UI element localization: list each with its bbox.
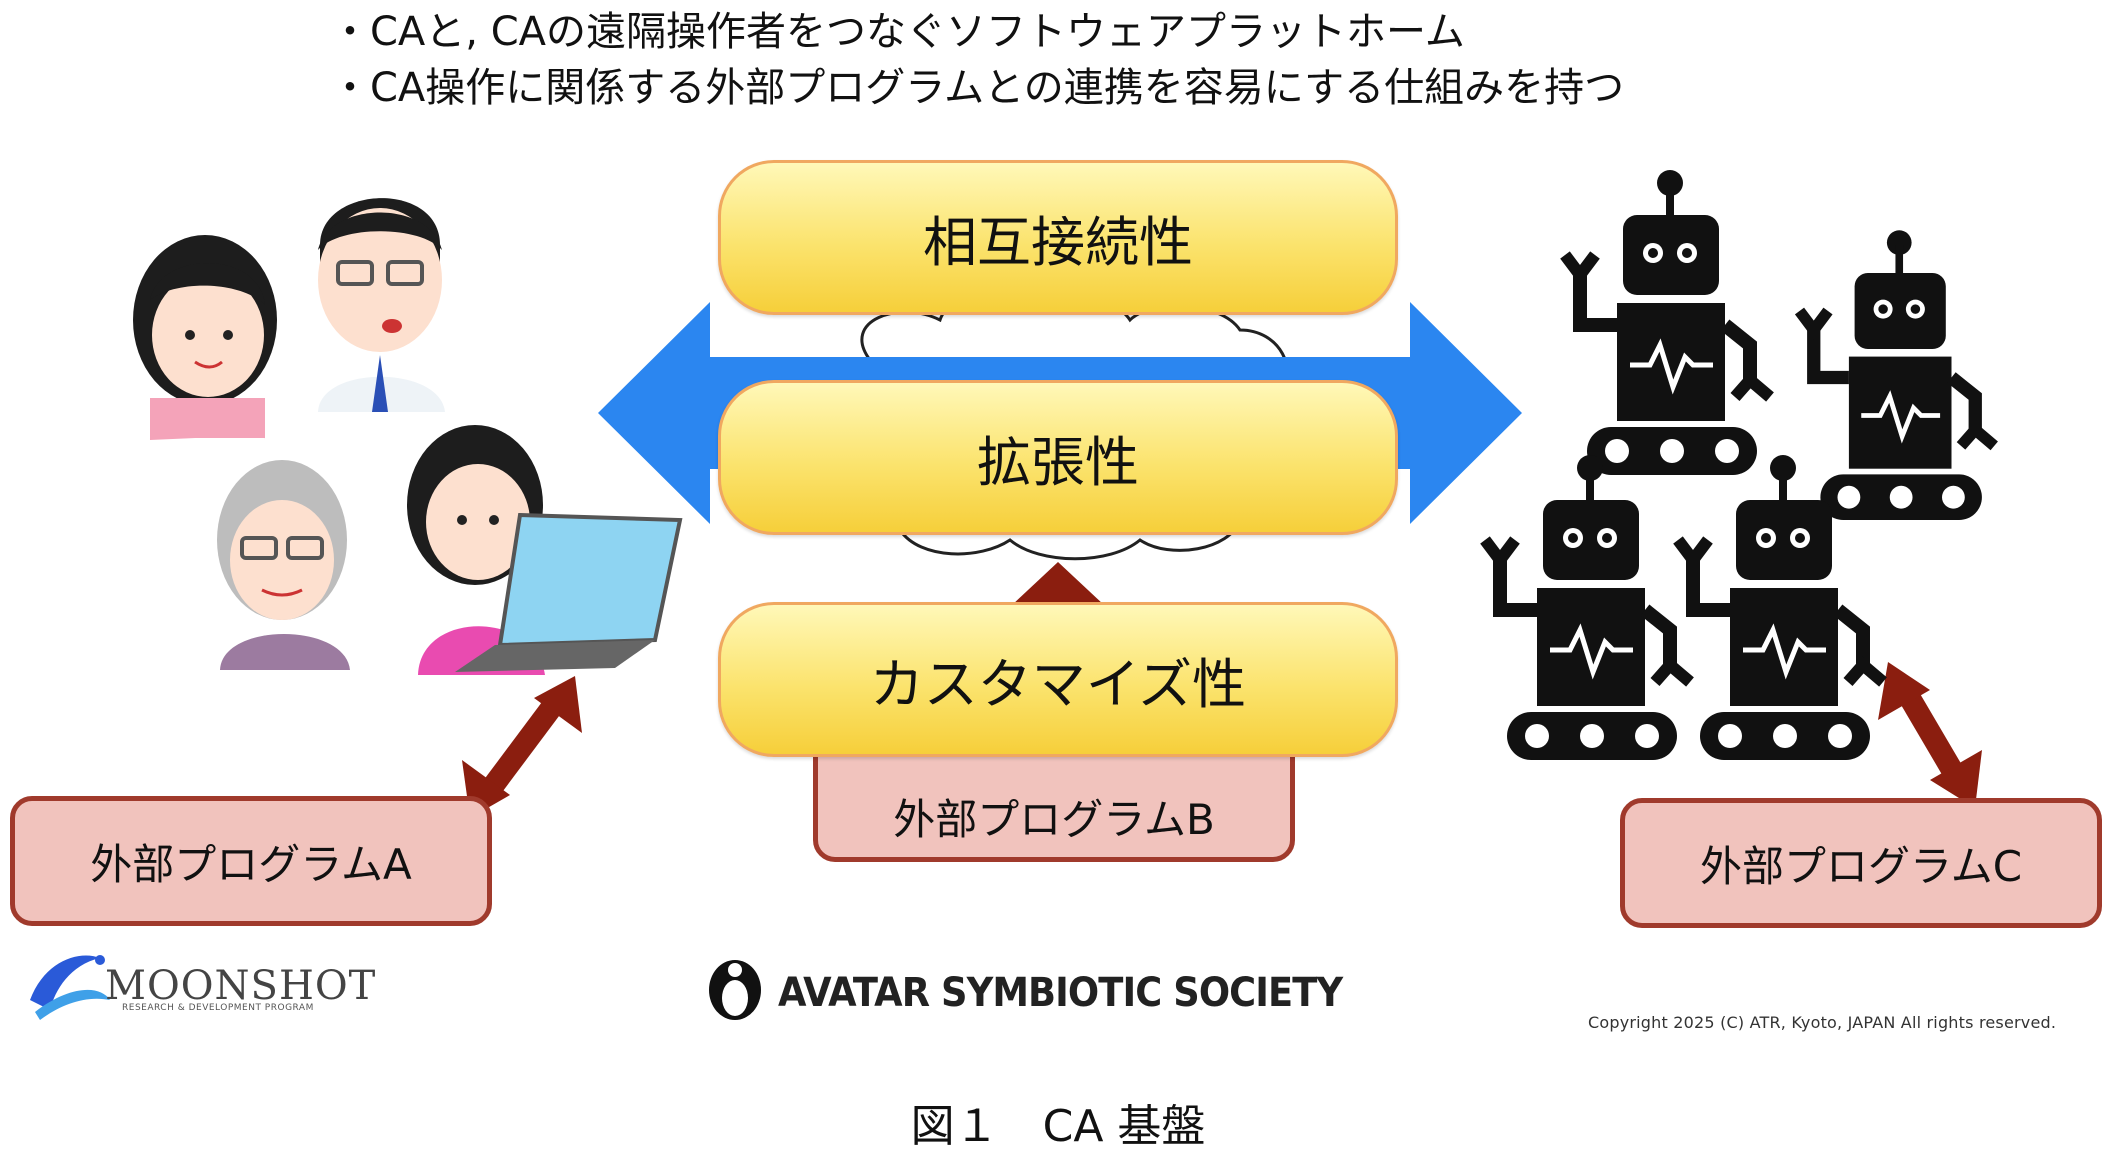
link-arrow-a-icon bbox=[462, 676, 582, 818]
figure-caption: 図１ CA 基盤 bbox=[910, 1101, 1206, 1152]
moonshot-logo-text: MOONSHOT bbox=[105, 963, 377, 1009]
feature-extensibility-label: 拡張性 bbox=[977, 431, 1139, 494]
doctor-avatar-icon bbox=[318, 198, 445, 412]
feature-extensibility: 拡張性 bbox=[718, 380, 1398, 535]
bullet-list: ・CAと, CAの遠隔操作者をつなぐソフトウェアプラットホーム ・CA操作に関係… bbox=[330, 4, 1624, 116]
laptop-user-avatar-icon bbox=[407, 425, 683, 675]
link-arrow-c-icon bbox=[1878, 662, 1982, 808]
avatar-society-logo-text: AVATAR SYMBIOTIC SOCIETY bbox=[778, 970, 1343, 1016]
laptop-icon bbox=[497, 512, 683, 648]
elderly-avatar-icon bbox=[217, 460, 350, 670]
moonshot-logo-icon bbox=[30, 955, 110, 1020]
robot-icon bbox=[1673, 455, 1887, 760]
external-program-a: 外部プログラムA bbox=[10, 796, 492, 926]
users-illustration bbox=[133, 198, 683, 675]
feature-customizability-label: カスタマイズ性 bbox=[869, 653, 1247, 716]
feature-interconnectivity-label: 相互接続性 bbox=[923, 211, 1193, 274]
robot-icon bbox=[1560, 170, 1774, 475]
robot-icon bbox=[1480, 455, 1694, 760]
bullet-2: ・CA操作に関係する外部プログラムとの連携を容易にする仕組みを持つ bbox=[330, 65, 1625, 111]
external-program-b-label: 外部プログラムB bbox=[893, 794, 1215, 844]
external-program-c: 外部プログラムC bbox=[1620, 798, 2102, 928]
feature-customizability: カスタマイズ性 bbox=[718, 602, 1398, 757]
robot-icon bbox=[1794, 230, 1998, 520]
woman-avatar-icon bbox=[133, 235, 277, 440]
bullet-1: ・CAと, CAの遠隔操作者をつなぐソフトウェアプラットホーム bbox=[330, 9, 1465, 55]
robots-illustration bbox=[1480, 170, 1998, 760]
external-program-c-label: 外部プログラムC bbox=[1699, 841, 2023, 891]
feature-interconnectivity: 相互接続性 bbox=[718, 160, 1398, 315]
copyright-notice: Copyright 2025 (C) ATR, Kyoto, JAPAN All… bbox=[1588, 1013, 2057, 1032]
avatar-society-logo-icon bbox=[709, 960, 761, 1020]
external-program-a-label: 外部プログラムA bbox=[90, 839, 412, 889]
up-arrow-icon bbox=[1012, 562, 1104, 605]
moonshot-logo-subtext: RESEARCH & DEVELOPMENT PROGRAM bbox=[122, 1003, 314, 1013]
